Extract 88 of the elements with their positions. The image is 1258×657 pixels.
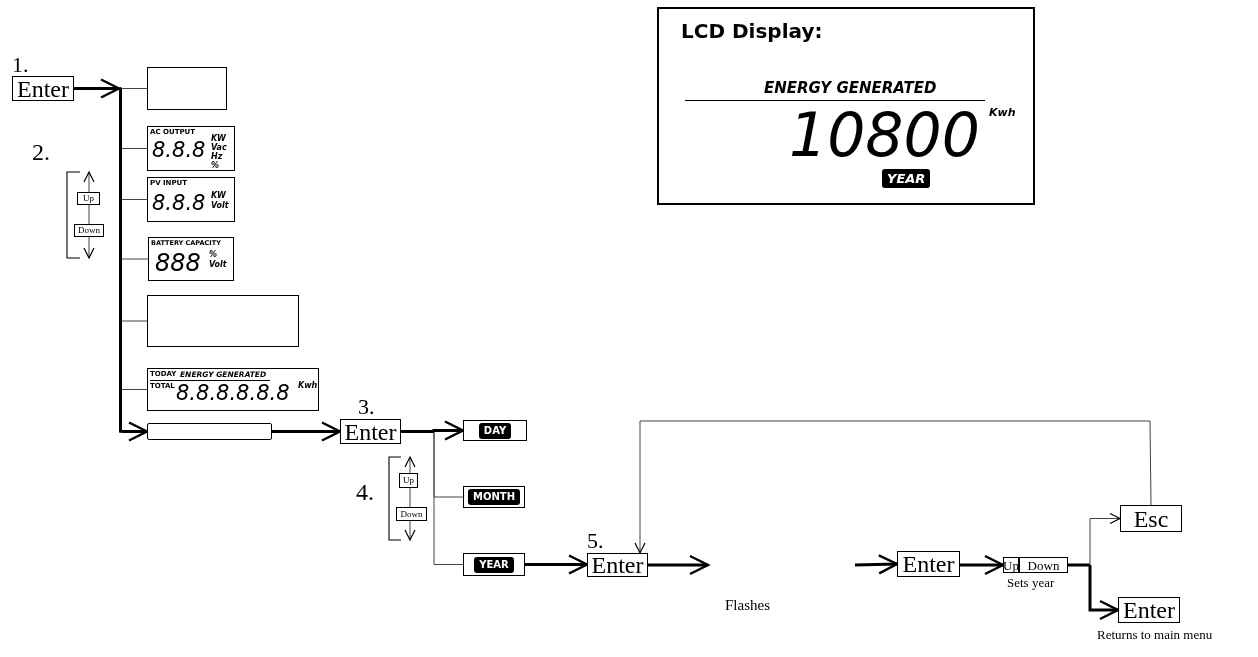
step-number: 3.: [358, 396, 375, 418]
connector-line: [88, 204, 90, 225]
key-label: Enter: [17, 76, 69, 101]
segment-digits: 8.8.8: [152, 193, 206, 214]
lcd-display: [148, 237, 234, 281]
step-number: 1.: [12, 54, 29, 76]
key-box: [1118, 597, 1180, 623]
button-label: Down: [78, 226, 100, 235]
mode-indicator: [463, 486, 525, 508]
unit-label: Kwh: [298, 382, 318, 390]
segment-digits: 10800: [789, 105, 980, 165]
arrow: [648, 554, 710, 576]
arrow: [525, 554, 589, 575]
key-label: Enter: [902, 552, 955, 576]
note-text: Flashes: [725, 598, 770, 613]
unit-label: %: [211, 162, 219, 170]
connector-line: [121, 258, 149, 260]
button-label: Down: [1027, 558, 1060, 572]
arrow: [122, 421, 149, 442]
arrow: [74, 78, 121, 99]
note-text: Sets year: [1007, 576, 1055, 589]
note-text: Returns to main menu: [1097, 628, 1213, 641]
unit-label: Volt: [209, 261, 227, 269]
mode-label: DAY: [478, 422, 512, 439]
button-box: [77, 192, 100, 205]
arrow: [634, 420, 1152, 554]
empty-bar: [147, 423, 272, 440]
unit-label: KW: [211, 192, 226, 200]
empty-box: [147, 295, 299, 347]
connector-line: [121, 320, 148, 322]
button-label: Down: [400, 509, 423, 519]
display-heading: LCD Display:: [681, 21, 823, 41]
arrow: [960, 554, 1005, 576]
connector-line: [121, 88, 148, 89]
unit-label: Vac: [211, 144, 227, 152]
empty-bar: [119, 87, 122, 433]
button-box: [74, 224, 104, 237]
mode-label: MONTH: [468, 489, 520, 505]
unit-label: %: [209, 251, 217, 259]
connector-line: [1068, 563, 1090, 567]
button-label: Up: [403, 476, 414, 485]
button-label: Up: [1003, 558, 1019, 572]
key-label: Esc: [1133, 506, 1169, 531]
segment-digits: 888: [155, 251, 201, 275]
mode-indicator: [463, 553, 525, 576]
mode-label: YEAR: [474, 556, 514, 573]
segment-digits: 8.8.8: [152, 140, 206, 161]
button-label: Up: [83, 194, 94, 203]
unit-label: KW: [211, 135, 226, 143]
connector-line: [401, 430, 434, 433]
key-box: [1120, 505, 1182, 532]
arrow: [83, 236, 95, 259]
button-box: [399, 473, 418, 488]
button-box: [1019, 557, 1068, 573]
key-label: Enter: [591, 553, 644, 577]
button-box: [396, 507, 427, 521]
connector-line: [409, 487, 411, 508]
mode-label: YEAR: [882, 169, 931, 188]
connector-line: [121, 199, 148, 200]
connector-line: [121, 148, 148, 149]
key-label: Enter: [1123, 598, 1175, 622]
step-number: 2.: [32, 140, 50, 164]
key-label: Enter: [344, 419, 397, 444]
arrow: [1089, 512, 1121, 566]
arrow: [432, 420, 465, 441]
step-number: 5.: [587, 530, 604, 552]
key-box: [897, 551, 960, 577]
arrow: [854, 554, 899, 575]
arrow: [404, 520, 416, 541]
arrow: [404, 456, 416, 474]
unit-label: Hz: [211, 153, 223, 161]
unit-label: Volt: [211, 202, 229, 210]
display-panel: [657, 7, 1035, 205]
display-label: ENERGY GENERATED: [764, 81, 937, 96]
lcd-display: [147, 177, 235, 222]
segment-digits: 8.8.8.8.8.8: [176, 383, 290, 404]
arrow: [83, 171, 95, 193]
lcd-display: [147, 368, 319, 411]
mode-indicator: [463, 420, 527, 441]
unit-label: Kwh: [989, 107, 1016, 118]
connector-line: [433, 431, 464, 565]
step-number: 4.: [356, 480, 374, 504]
empty-box: [147, 67, 227, 110]
lcd-display: [147, 126, 235, 171]
connector-line: [121, 389, 148, 390]
arrow: [272, 421, 342, 442]
arrow: [1088, 565, 1120, 621]
key-box: [12, 76, 74, 101]
